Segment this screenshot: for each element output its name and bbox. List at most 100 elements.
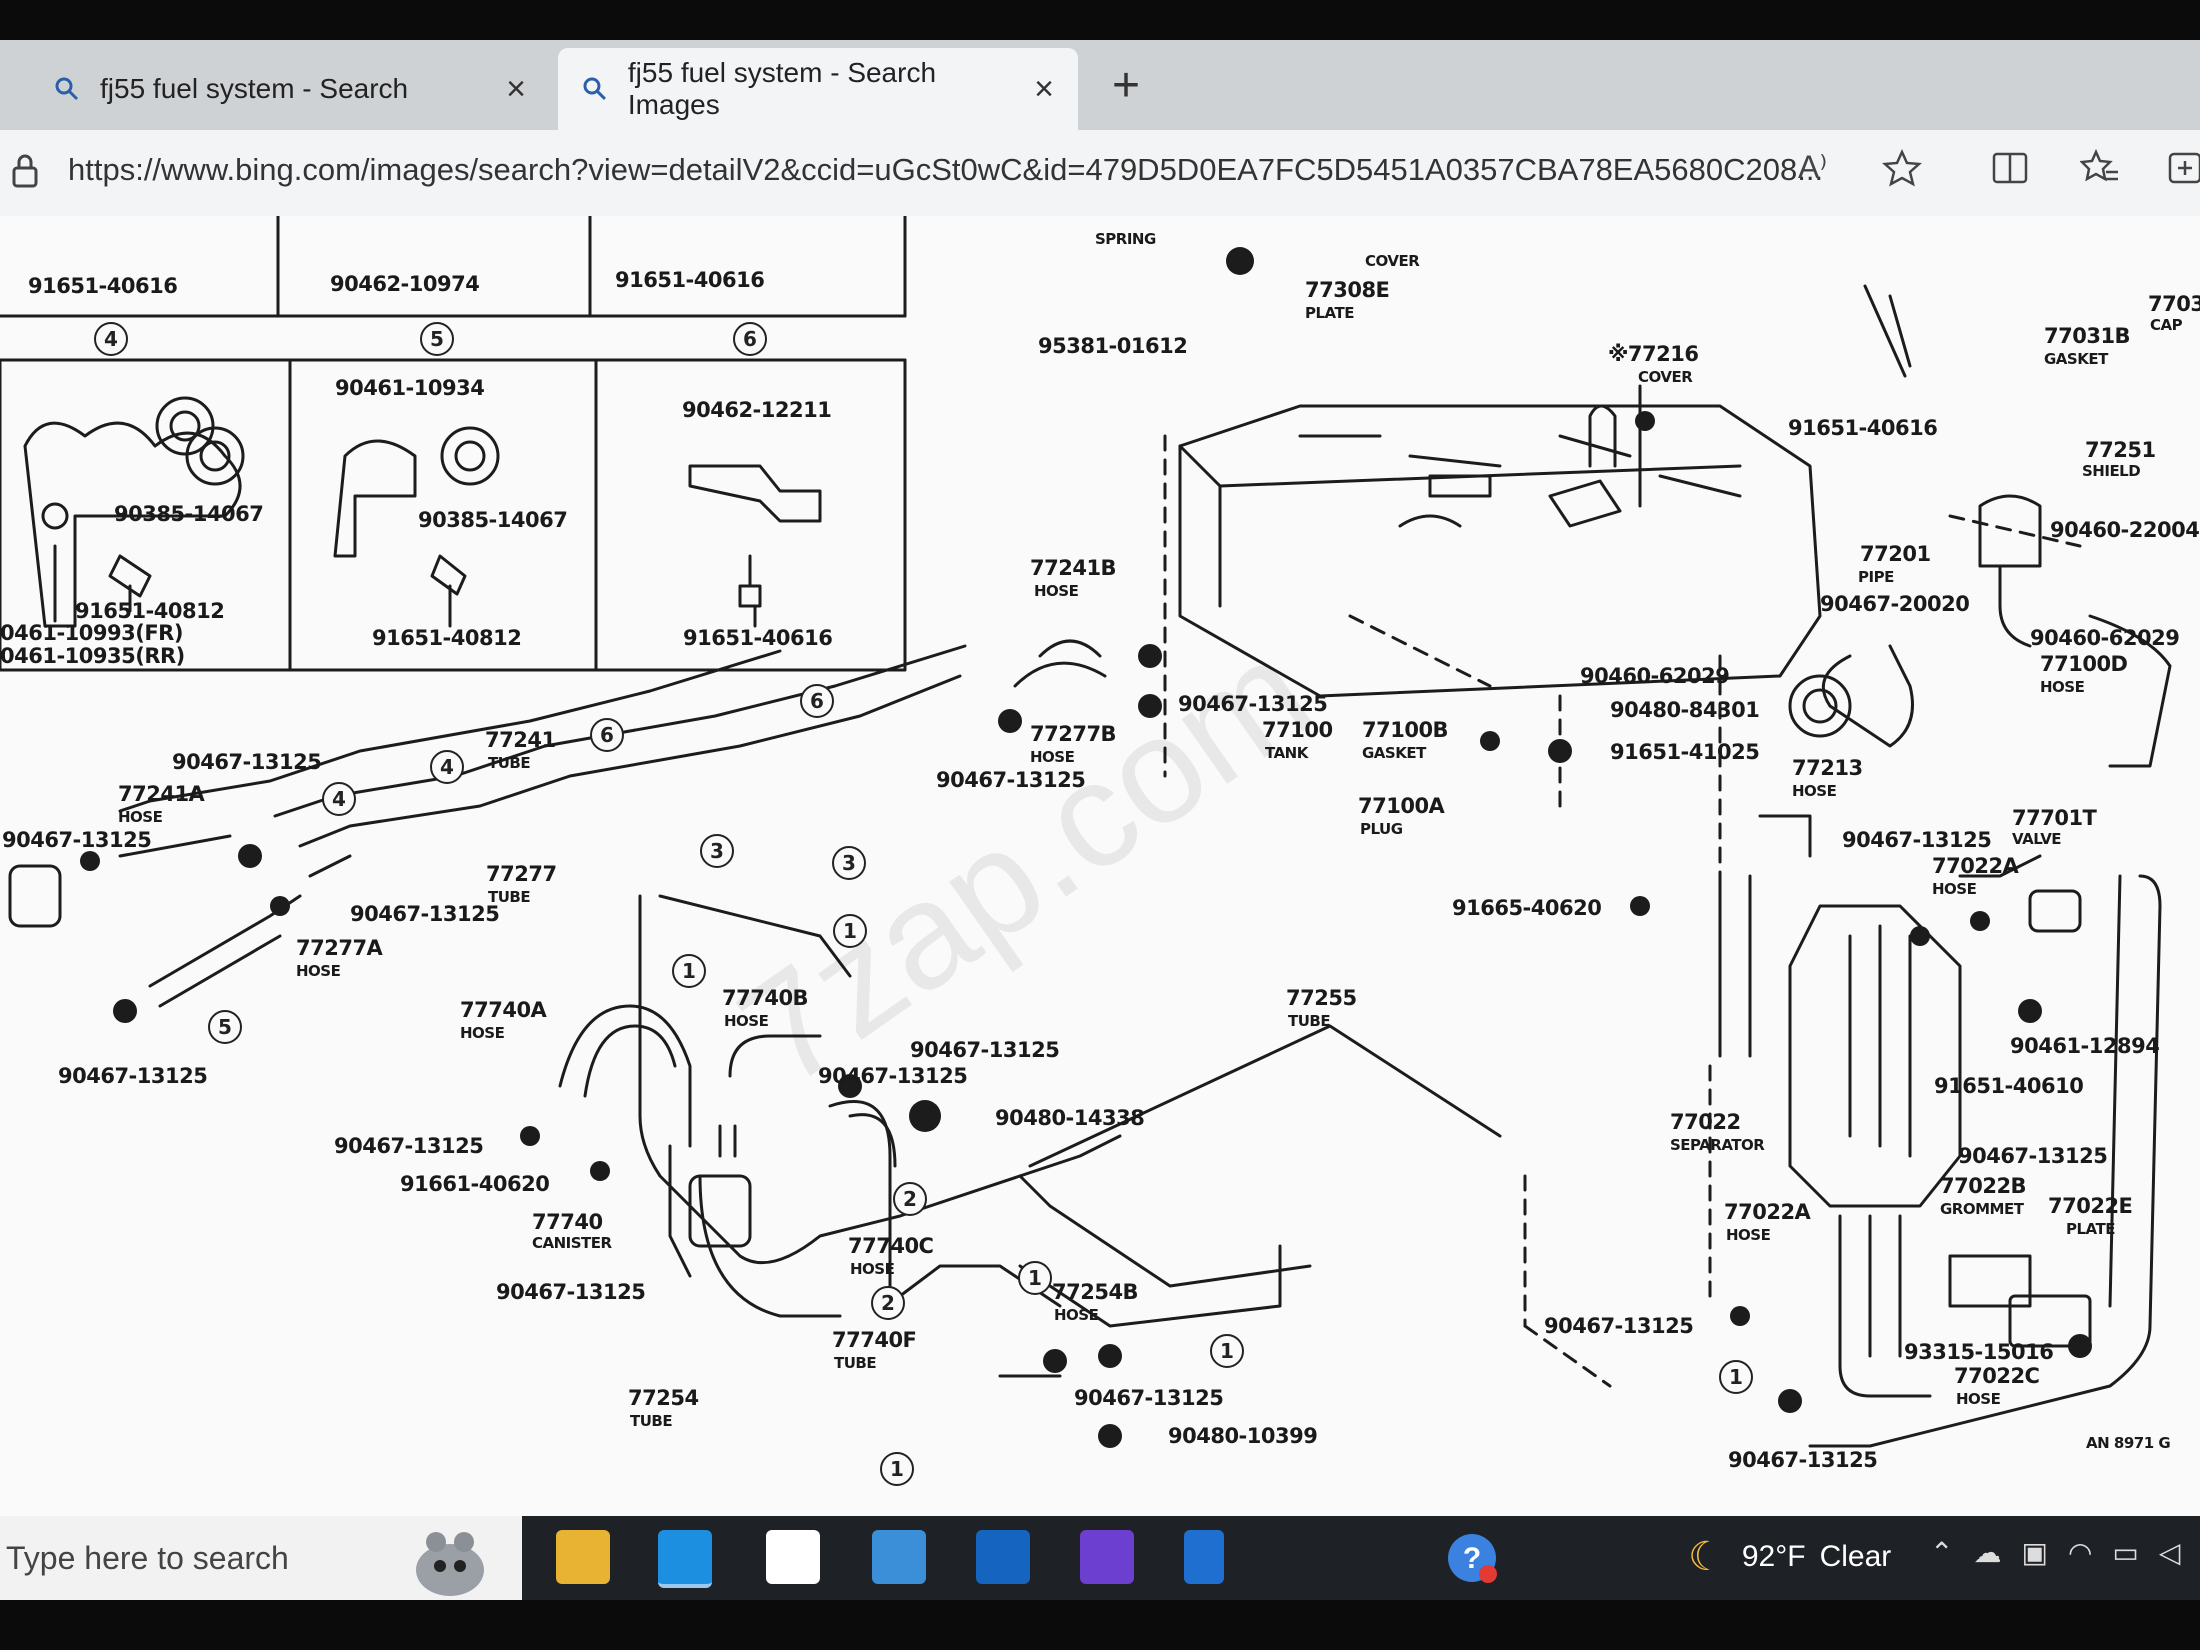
ref-marker: 6 [800, 684, 834, 718]
ref-marker: 1 [880, 1452, 914, 1486]
volume-icon[interactable]: ◁ [2158, 1537, 2181, 1568]
lock-icon[interactable] [10, 152, 40, 190]
part-label: HOSE [1956, 1390, 2001, 1408]
part-label: 90462-10974 [330, 272, 480, 296]
moon-icon: ☾ [1688, 1535, 1724, 1579]
part-label: 77201 [1860, 542, 1931, 566]
part-label: 90385-14067 [114, 502, 264, 526]
battery-icon[interactable]: ▭ [2112, 1537, 2139, 1568]
part-label: HOSE [1726, 1226, 1771, 1244]
part-label: 91651-40616 [615, 268, 765, 292]
search-input[interactable]: Type here to search [6, 1540, 289, 1576]
part-label: 7703 [2148, 292, 2200, 316]
ref-marker: 4 [322, 782, 356, 816]
part-label: 90467-13125 [334, 1134, 484, 1158]
part-label: 90467-13125 [936, 768, 1086, 792]
part-label: 90467-13125 [350, 902, 500, 926]
wifi-icon[interactable]: ◠ [2067, 1537, 2093, 1568]
part-label: 90480-14338 [995, 1106, 1145, 1130]
part-label: 90467-13125 [496, 1280, 646, 1304]
weather-desc: Clear [1819, 1540, 1892, 1573]
part-label: COVER [1365, 252, 1420, 270]
part-label: 90467-13125 [1958, 1144, 2108, 1168]
read-aloud-icon[interactable]: A⁾ [1798, 149, 1828, 185]
search-icon [55, 77, 79, 101]
part-label: GASKET [1362, 744, 1426, 762]
svg-text:?: ? [1463, 1542, 1481, 1575]
address-bar: https://www.bing.com/images/search?view=… [0, 130, 2200, 217]
search-mascot-icon [416, 1532, 484, 1596]
clipchamp-icon[interactable] [1080, 1530, 1134, 1584]
part-label: 91651-40616 [28, 274, 178, 298]
part-label: 91661-40620 [400, 1172, 550, 1196]
weather-widget[interactable]: ☾ 92°F Clear [1688, 1534, 1891, 1580]
display-icon[interactable]: ▣ [2021, 1537, 2048, 1568]
taskbar: Type here to search ? ☾ 92°F Clear ⌃ ☁ ▣… [0, 1516, 2200, 1600]
part-label: 91651-40812 [75, 599, 225, 623]
taskbar-search[interactable]: Type here to search [0, 1516, 522, 1600]
part-label: SPRING [1095, 230, 1156, 248]
diagram-image[interactable]: 7zap.com 91651-40616 90462-10974 91651-4… [0, 216, 2200, 1516]
part-label: 90467-13125 [1178, 692, 1328, 716]
part-label: 95381-01612 [1038, 334, 1188, 358]
help-icon[interactable]: ? [1444, 1530, 1500, 1586]
ref-marker: 1 [1018, 1261, 1052, 1295]
close-tab-icon[interactable]: × [1034, 69, 1054, 108]
tab-label: fj55 fuel system - Search Images [627, 57, 937, 120]
part-label: 90467-13125 [58, 1064, 208, 1088]
tab-label: fj55 fuel system - Search [100, 73, 409, 104]
part-label: 77740 [532, 1210, 603, 1234]
favorite-star-icon[interactable] [1882, 148, 1922, 188]
ref-marker: 2 [893, 1182, 927, 1216]
favorites-icon[interactable] [2080, 148, 2120, 188]
ref-marker: 4 [430, 750, 464, 784]
part-label: 77031B [2044, 324, 2131, 348]
part-label: 91665-40620 [1452, 896, 1602, 920]
tab-search-images[interactable]: fj55 fuel system - Search Images × [558, 48, 1078, 130]
chevron-up-icon[interactable]: ⌃ [1930, 1537, 1954, 1568]
part-label: 0461-10993(FR) [0, 621, 183, 645]
part-label: 90460-22004 [2050, 518, 2200, 542]
ref-marker: 5 [208, 1010, 242, 1044]
onedrive-icon[interactable]: ☁ [1973, 1537, 2002, 1568]
part-label: 77740B [722, 986, 809, 1010]
part-label: 90467-13125 [2, 828, 152, 852]
new-tab-button[interactable]: + [1112, 59, 1141, 112]
part-label: 90467-13125 [1842, 828, 1992, 852]
part-label: 90480-84301 [1610, 698, 1760, 722]
part-label: HOSE [1030, 748, 1075, 766]
part-label: CAP [2150, 316, 2183, 334]
part-label: 77022E [2048, 1194, 2133, 1218]
part-label: 90462-12211 [682, 398, 832, 422]
mail-icon[interactable] [872, 1530, 926, 1584]
url-field[interactable]: https://www.bing.com/images/search?view=… [68, 152, 1824, 187]
part-label: 90461-12894 [2010, 1034, 2160, 1058]
part-label: 77251 [2085, 438, 2156, 462]
part-label: SEPARATOR [1670, 1136, 1765, 1154]
part-label: TUBE [1288, 1012, 1331, 1030]
outlook-small-icon[interactable] [1184, 1530, 1224, 1584]
edge-browser-icon[interactable] [658, 1530, 712, 1588]
part-label: 0461-10935(RR) [0, 644, 185, 668]
part-label: GASKET [2044, 350, 2108, 368]
part-label: 90467-13125 [1728, 1448, 1878, 1472]
part-label: 77022A [1724, 1200, 1811, 1224]
part-label: 77100D [2040, 652, 2128, 676]
part-label: 90467-20020 [1820, 592, 1970, 616]
part-label: 77308E [1305, 278, 1390, 302]
store-icon[interactable] [766, 1530, 820, 1584]
file-explorer-icon[interactable] [556, 1530, 610, 1584]
tab-search[interactable]: fj55 fuel system - Search × [30, 48, 550, 130]
part-label: GROMMET [1940, 1200, 2024, 1218]
part-label: TUBE [488, 754, 531, 772]
part-label: 77277 [486, 862, 557, 886]
part-label: 77100 [1262, 718, 1333, 742]
part-label: SHIELD [2082, 462, 2141, 480]
collections-icon[interactable] [2166, 148, 2200, 188]
split-screen-icon[interactable] [1990, 148, 2030, 188]
close-tab-icon[interactable]: × [506, 69, 526, 108]
part-label: 77277A [296, 936, 383, 960]
part-label: 77701T [2012, 806, 2097, 830]
corner-code: AN 8971 G [2086, 1434, 2171, 1452]
outlook-icon[interactable] [976, 1530, 1030, 1584]
